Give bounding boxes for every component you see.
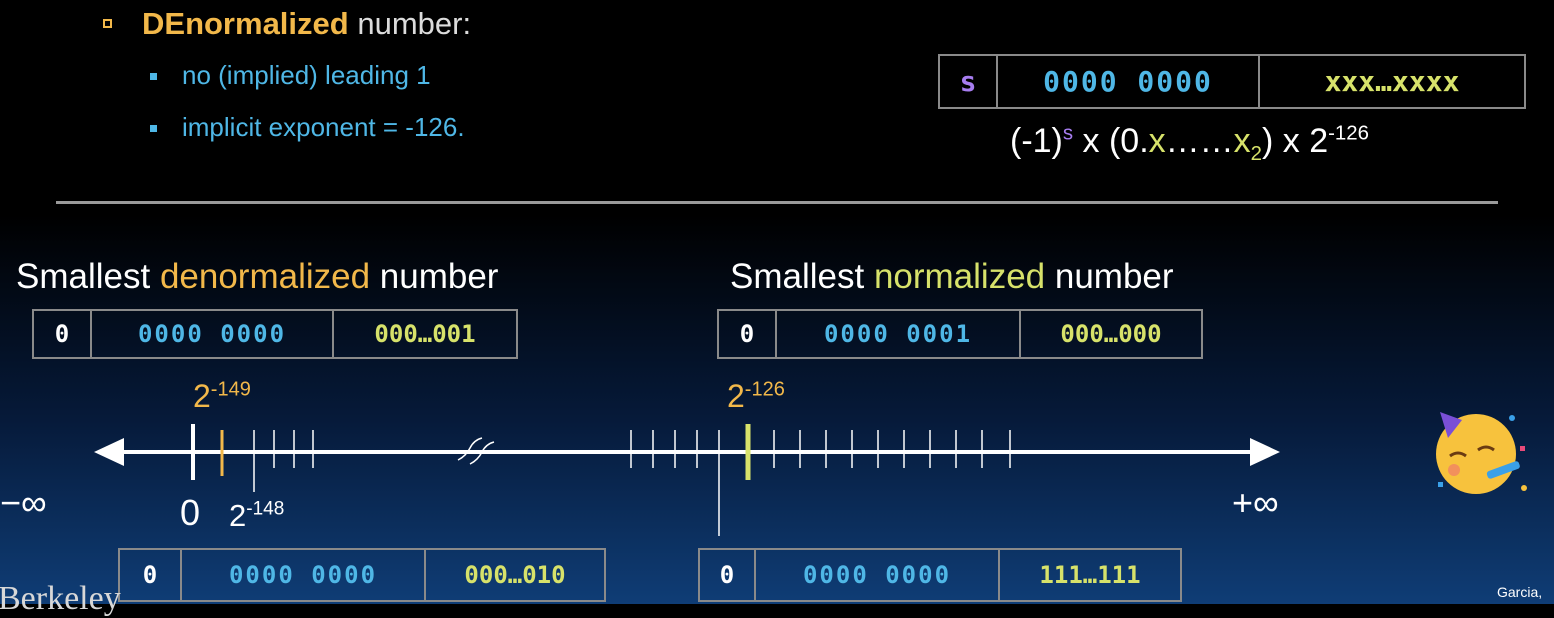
base: 2 xyxy=(727,378,745,414)
right-arrow-icon xyxy=(1250,438,1280,466)
denorm-format-box: s 0000 0000 xxx…xxxx xyxy=(938,54,1526,109)
denormalized-heading: DEnormalized number: xyxy=(142,4,471,44)
sd-sign: 0 xyxy=(54,320,70,348)
exp: -149 xyxy=(210,378,251,401)
plus-infinity-label: +∞ xyxy=(1232,482,1279,523)
heading-bullet xyxy=(103,19,112,28)
label-2-148: 2-148 xyxy=(229,498,284,534)
exp: -148 xyxy=(246,498,285,520)
base: 2 xyxy=(229,498,247,533)
formula-sub2: 2 xyxy=(1250,142,1263,165)
format-exponent: 0000 0000 xyxy=(1043,65,1213,98)
minus-infinity-label: −∞ xyxy=(0,482,47,523)
format-mantissa: xxx…xxxx xyxy=(1324,65,1460,98)
sn-mantissa: 000…000 xyxy=(1060,320,1162,348)
br-exponent: 0000 0000 xyxy=(802,561,952,589)
br-mantissa: 111…111 xyxy=(1039,561,1141,589)
sn-exponent: 0000 0001 xyxy=(823,320,973,348)
bullet-no-leading-one: no (implied) leading 1 xyxy=(182,60,431,90)
break-icon xyxy=(457,437,483,461)
label-a: Smallest xyxy=(730,257,874,296)
heading-bold: DEnormalized xyxy=(142,6,349,41)
bullet-implicit-exponent: implicit exponent = -126. xyxy=(182,112,465,142)
label-2-149: 2-149 xyxy=(193,378,251,415)
exp: -126 xyxy=(744,378,785,401)
label-a: Smallest xyxy=(16,257,160,296)
left-arrow-icon xyxy=(94,438,124,466)
label-c: number xyxy=(1045,257,1174,296)
bullet-marker-1 xyxy=(150,73,157,80)
bl-sign: 0 xyxy=(142,561,158,589)
sd-mantissa: 000…001 xyxy=(374,320,476,348)
formula-x1: x xyxy=(1148,122,1166,160)
footer-berkeley: Berkeley xyxy=(0,580,121,617)
smallest-norm-label: Smallest normalized number xyxy=(730,257,1174,297)
bl-exponent: 0000 0000 xyxy=(228,561,378,589)
bl-mantissa: 000…010 xyxy=(464,561,566,589)
formula-exp: -126 xyxy=(1328,122,1369,145)
heading-rest: number: xyxy=(348,6,472,41)
divider xyxy=(56,201,1498,204)
formula-part3: ) x 2 xyxy=(1262,122,1329,160)
smallest-denorm-box: 0 0000 0000 000…001 xyxy=(32,309,518,359)
format-sign: s xyxy=(959,65,977,98)
smallest-denorm-label: Smallest denormalized number xyxy=(16,257,498,297)
zero-label: 0 xyxy=(180,492,201,533)
sn-sign: 0 xyxy=(739,320,755,348)
smallest-norm-box: 0 0000 0001 000…000 xyxy=(717,309,1203,359)
bottom-right-box: 0 0000 0000 111…111 xyxy=(698,548,1182,602)
formula-part1: (-1) xyxy=(1010,122,1063,160)
formula-sign-sup: s xyxy=(1062,122,1074,145)
base: 2 xyxy=(193,378,211,414)
bullet-marker-2 xyxy=(150,125,157,132)
label-c: number xyxy=(370,257,499,296)
break-icon xyxy=(469,441,495,465)
denorm-formula: (-1)s x (0.x……x2) x 2-126 xyxy=(1010,122,1369,164)
number-line xyxy=(94,424,1280,536)
sd-exponent: 0000 0000 xyxy=(137,320,287,348)
label-denormalized: denormalized xyxy=(159,257,371,296)
br-sign: 0 xyxy=(719,561,735,589)
label-normalized: normalized xyxy=(873,257,1046,296)
partying-face-icon xyxy=(1436,412,1527,494)
formula-part2: x (0. xyxy=(1073,122,1149,160)
formula-dots: …… xyxy=(1165,122,1234,160)
footer-garcia: Garcia, xyxy=(1497,584,1543,600)
label-2-126: 2-126 xyxy=(727,378,785,415)
formula-x2: x xyxy=(1233,122,1251,160)
bottom-left-box: 0 0000 0000 000…010 xyxy=(118,548,606,602)
